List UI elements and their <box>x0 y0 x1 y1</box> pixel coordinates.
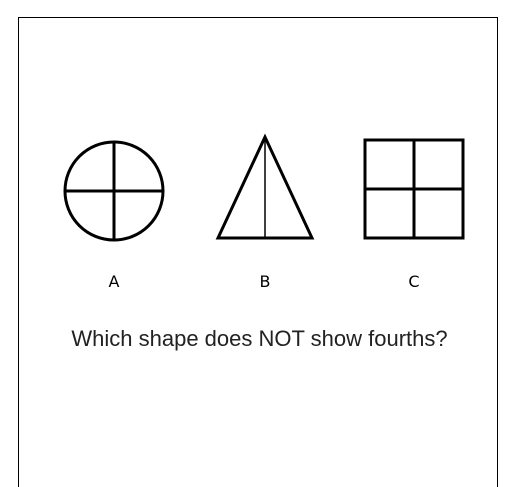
label-b: B <box>259 272 271 291</box>
label-c: C <box>408 272 420 291</box>
square-shape <box>363 138 465 240</box>
figure-frame <box>18 17 498 487</box>
triangle-shape <box>215 133 315 240</box>
question-text: Which shape does NOT show fourths? <box>71 326 448 351</box>
circle-shape <box>63 140 165 242</box>
label-a: A <box>108 272 120 291</box>
